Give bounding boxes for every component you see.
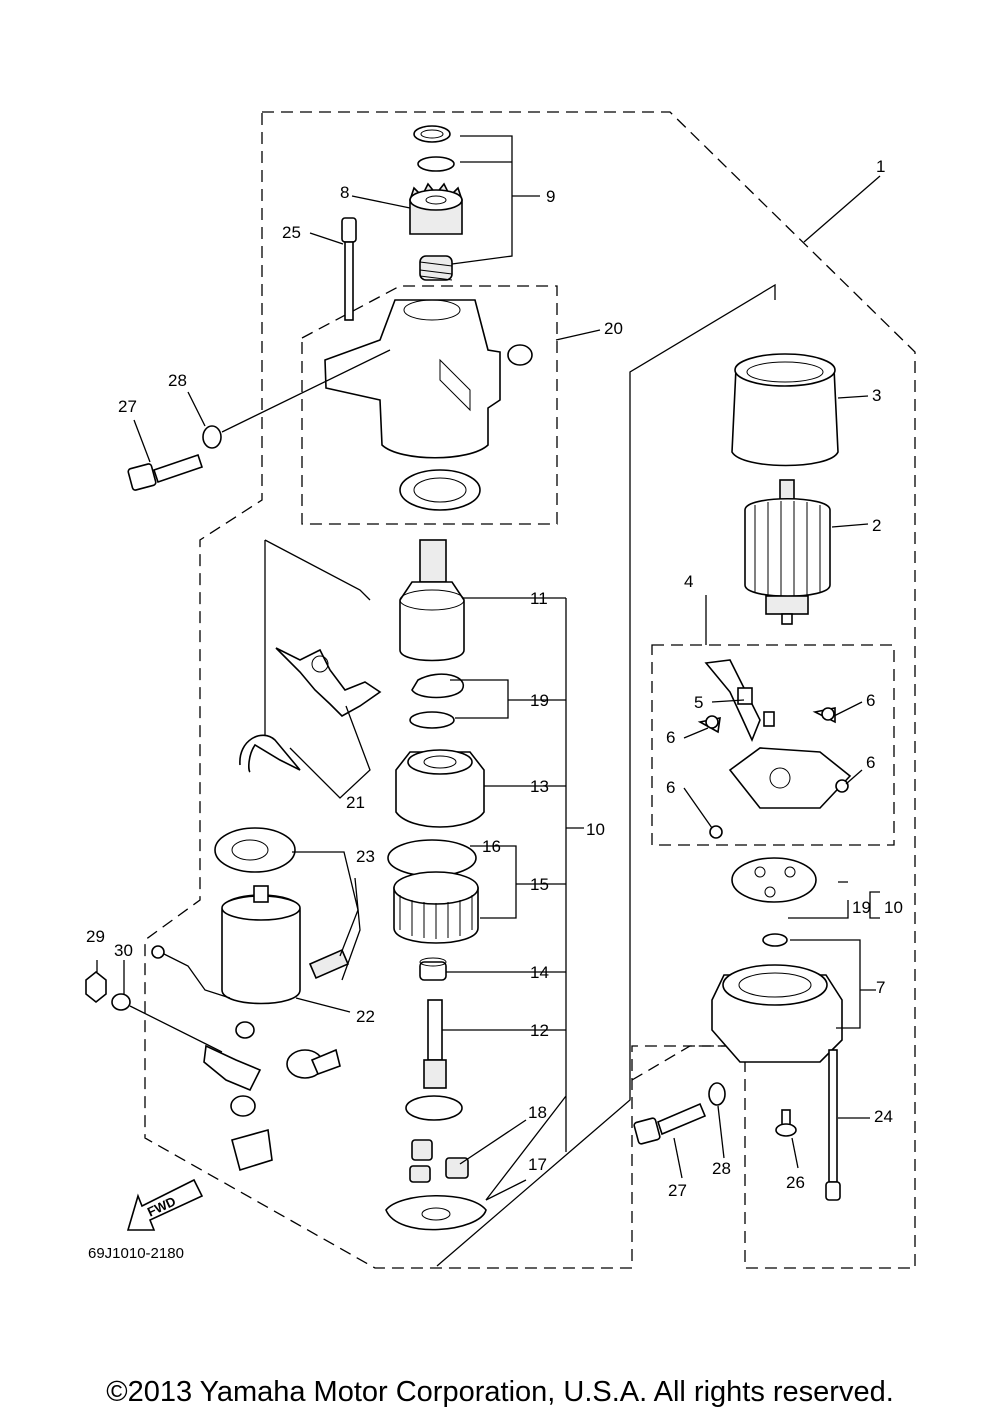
shaft-washer bbox=[409, 711, 455, 729]
callout-9: 9 bbox=[546, 187, 555, 206]
callout-6a: 6 bbox=[866, 691, 875, 710]
callout-labels: 1 2 3 4 5 6 6 6 6 7 8 9 10 10 11 12 13 1… bbox=[86, 157, 903, 1262]
callout-28-right: 28 bbox=[712, 1159, 731, 1178]
callout-6b: 6 bbox=[666, 728, 675, 747]
callout-22: 22 bbox=[356, 1007, 375, 1026]
callout-3: 3 bbox=[872, 386, 881, 405]
callout-15: 15 bbox=[530, 875, 549, 894]
callout-27-right: 27 bbox=[668, 1181, 687, 1200]
rear-bolt bbox=[633, 1102, 707, 1145]
terminal-boot bbox=[308, 948, 350, 980]
callout-10-right: 10 bbox=[884, 898, 903, 917]
callout-26: 26 bbox=[786, 1173, 805, 1192]
gasket bbox=[387, 839, 477, 877]
callout-4: 4 bbox=[684, 572, 693, 591]
callout-6d: 6 bbox=[666, 778, 675, 797]
callout-12: 12 bbox=[530, 1021, 549, 1040]
front-bracket-group-outline bbox=[301, 285, 558, 525]
brush-holder-group-outline bbox=[651, 644, 895, 846]
bracket-bolt-axis bbox=[221, 349, 391, 433]
callout-10-left: 10 bbox=[586, 820, 605, 839]
brush-spring-c bbox=[835, 779, 849, 793]
solenoid-nut bbox=[85, 970, 107, 1004]
brush-spring-b bbox=[812, 707, 836, 724]
terminal-cover bbox=[286, 1048, 341, 1079]
callout-13: 13 bbox=[530, 777, 549, 796]
lead-terminal bbox=[203, 1044, 262, 1092]
bracket-plate bbox=[385, 1195, 487, 1231]
callout-1: 1 bbox=[876, 157, 885, 176]
rear-screw bbox=[775, 1109, 797, 1137]
pinion-gear bbox=[409, 182, 463, 235]
callout-24: 24 bbox=[874, 1107, 893, 1126]
callout-27-left: 27 bbox=[118, 397, 137, 416]
bracket-bolt bbox=[127, 453, 204, 491]
solenoid-bolt-axis bbox=[129, 1005, 223, 1053]
lever-spring bbox=[239, 734, 301, 773]
callout-28-left: 28 bbox=[168, 371, 187, 390]
pinion-shaft bbox=[399, 539, 465, 662]
callout-21: 21 bbox=[346, 793, 365, 812]
callout-14: 14 bbox=[530, 963, 549, 982]
bracket-washer bbox=[202, 425, 222, 449]
rear-cover-washer bbox=[762, 933, 788, 947]
brush-lead bbox=[704, 659, 775, 743]
rear-assembly-boundary-line bbox=[436, 283, 776, 1267]
internal-gear bbox=[393, 871, 479, 944]
front-bearing bbox=[399, 469, 481, 511]
callout-29: 29 bbox=[86, 927, 105, 946]
solenoid-group-line bbox=[264, 539, 371, 601]
brush-spring-a bbox=[697, 715, 721, 734]
callout-16: 16 bbox=[482, 837, 501, 856]
pinion-spring bbox=[419, 255, 453, 281]
callout-6c: 6 bbox=[866, 753, 875, 772]
callout-5: 5 bbox=[694, 693, 703, 712]
rear-bolts-group-outline bbox=[631, 1045, 745, 1081]
terminal-nut bbox=[230, 1095, 256, 1117]
copyright-notice: ©2013 Yamaha Motor Corporation, U.S.A. A… bbox=[106, 1376, 894, 1408]
plunger-plate bbox=[214, 827, 296, 873]
callout-17: 17 bbox=[528, 1155, 547, 1174]
shaft-bushing bbox=[419, 957, 447, 981]
assembly-boundary-outline bbox=[144, 111, 916, 1269]
fwd-direction-arrow: FWD bbox=[126, 1178, 204, 1231]
diagram-code: 69J1010-2180 bbox=[88, 1245, 184, 1262]
armature bbox=[744, 479, 831, 625]
callout-18: 18 bbox=[528, 1103, 547, 1122]
solenoid-lead-wire bbox=[151, 945, 231, 999]
planet-gears bbox=[409, 1139, 469, 1183]
planetary-shaft bbox=[405, 999, 463, 1121]
callout-7: 7 bbox=[876, 978, 885, 997]
yoke bbox=[731, 353, 839, 467]
callout-8: 8 bbox=[340, 183, 349, 202]
leader-lines bbox=[96, 135, 881, 1201]
through-bolt bbox=[825, 1049, 841, 1201]
solenoid-washer bbox=[111, 993, 131, 1011]
brush-plate bbox=[731, 857, 817, 903]
rear-cover bbox=[711, 964, 843, 1063]
long-bolt bbox=[341, 217, 357, 321]
front-bracket bbox=[324, 299, 533, 459]
callout-20: 20 bbox=[604, 319, 623, 338]
callout-11: 11 bbox=[530, 589, 548, 608]
callout-19-right: 19 bbox=[852, 898, 871, 917]
callout-19-center: 19 bbox=[530, 691, 549, 710]
gear-holder bbox=[395, 749, 485, 828]
terminal-cap bbox=[231, 1128, 273, 1172]
brush-holder bbox=[728, 747, 852, 809]
callout-2: 2 bbox=[872, 516, 881, 535]
snap-ring bbox=[417, 156, 455, 172]
terminal-washer bbox=[235, 1021, 255, 1039]
solenoid-switch bbox=[221, 885, 301, 1005]
rear-washer bbox=[708, 1082, 726, 1106]
pinion-stop-ring bbox=[413, 125, 451, 143]
brush-spring-d bbox=[709, 825, 723, 839]
shift-lever bbox=[275, 647, 382, 717]
callout-25: 25 bbox=[282, 223, 301, 242]
callout-23: 23 bbox=[356, 847, 375, 866]
snap-ring-center bbox=[411, 673, 465, 699]
fwd-label: FWD bbox=[145, 1193, 178, 1219]
callout-30: 30 bbox=[114, 941, 133, 960]
